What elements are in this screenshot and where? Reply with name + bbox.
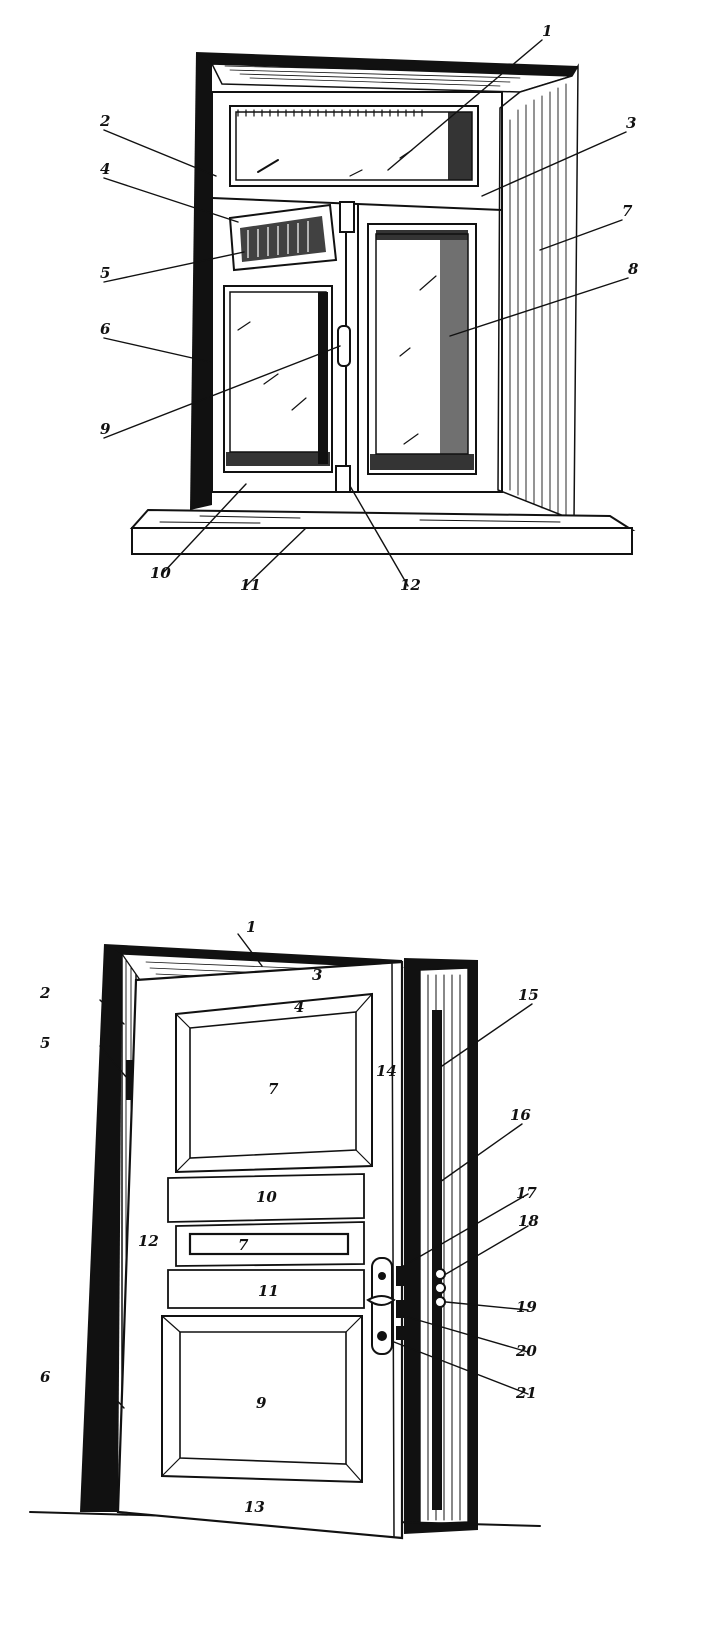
label-10: 10 (150, 564, 171, 582)
label-6: 6 (100, 320, 111, 338)
label-13: 13 (244, 1498, 265, 1516)
door-panel-labels: 7 10 7 11 9 (238, 1080, 279, 1412)
window-labels: 1 2 3 4 5 6 7 8 9 10 11 12 (99, 22, 639, 594)
label-3: 3 (312, 966, 322, 984)
label-5: 5 (100, 264, 110, 282)
door-labels: 1 2 3 4 5 6 12 13 14 15 16 17 18 19 20 2… (39, 918, 539, 1516)
label-11: 11 (240, 576, 261, 594)
label-2: 2 (99, 112, 110, 130)
right-casement (367, 223, 477, 475)
label-12: 12 (138, 1232, 159, 1250)
window-sill (129, 491, 636, 555)
left-casement (223, 285, 333, 473)
upper-panel (175, 992, 373, 1174)
label-5: 5 (40, 1034, 50, 1052)
window-figure: 1 2 3 4 5 6 7 8 9 10 11 12 (99, 22, 639, 594)
label-12: 12 (400, 576, 421, 594)
window-handles (335, 201, 355, 493)
label-2: 2 (39, 984, 50, 1002)
door-leaders (99, 933, 533, 1409)
label-8: 8 (628, 260, 639, 278)
lower-panel (161, 1315, 363, 1484)
label-17: 17 (516, 1184, 537, 1202)
label-16: 16 (510, 1106, 531, 1124)
rail-10 (167, 1173, 365, 1223)
vent-fanlight (228, 203, 338, 272)
label-6: 6 (40, 1368, 51, 1386)
window-leaders (103, 39, 629, 587)
rail-11 (167, 1269, 365, 1309)
door-handle (366, 1257, 404, 1355)
label-4: 4 (100, 160, 110, 178)
panel-label-11: 11 (258, 1282, 279, 1300)
panel-label-7-middle: 7 (238, 1236, 249, 1254)
label-1: 1 (542, 22, 552, 40)
door-figure: 1 2 3 4 5 6 12 13 14 15 16 17 18 19 20 2… (29, 918, 541, 1540)
panel-label-10: 10 (256, 1188, 277, 1206)
label-9: 9 (100, 420, 111, 438)
panel-label-7-upper: 7 (268, 1080, 279, 1098)
label-18: 18 (518, 1212, 539, 1230)
panel-label-9: 9 (256, 1394, 267, 1412)
label-4: 4 (294, 998, 304, 1016)
transom-sash (229, 105, 479, 187)
label-1: 1 (246, 918, 256, 936)
label-15: 15 (518, 986, 539, 1004)
label-20: 20 (515, 1342, 537, 1360)
label-3: 3 (626, 114, 636, 132)
middle-panel (175, 1221, 365, 1267)
label-14: 14 (376, 1062, 397, 1080)
label-19: 19 (516, 1298, 537, 1316)
label-7: 7 (622, 202, 633, 220)
label-21: 21 (515, 1384, 537, 1402)
